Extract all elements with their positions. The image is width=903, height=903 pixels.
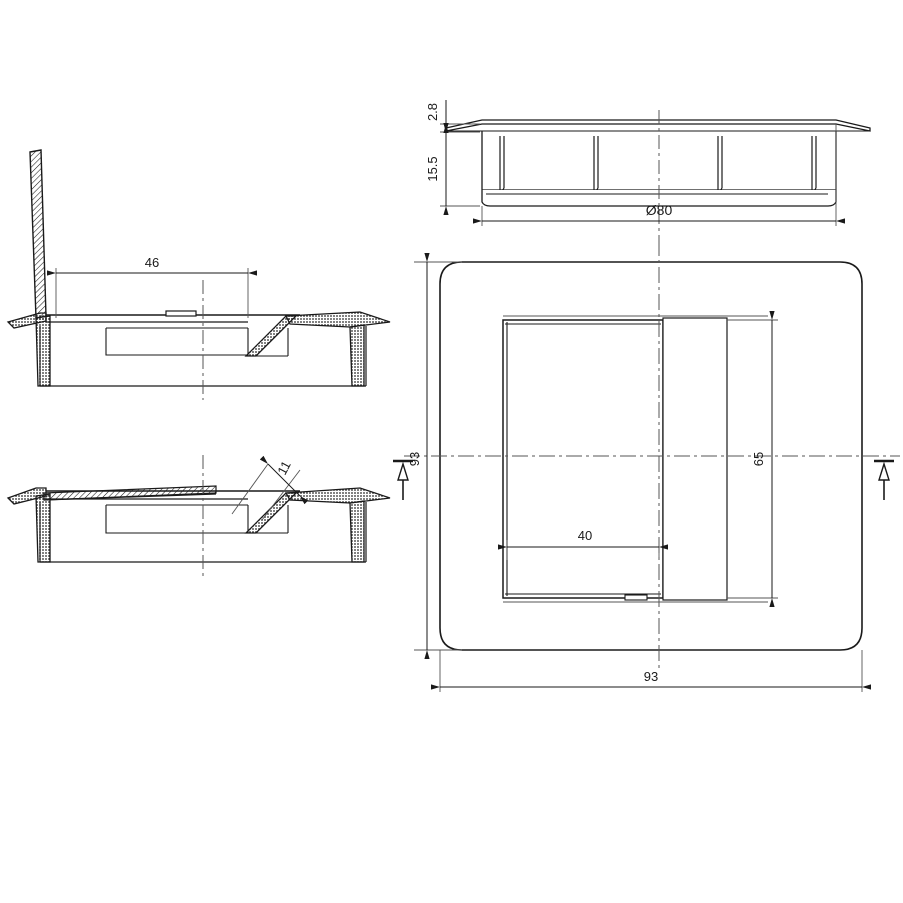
dim-15-5: 15.5	[425, 123, 480, 215]
dim-40-label: 40	[578, 528, 592, 543]
dim-diam-80: Ø80	[473, 124, 845, 226]
dim-11-label: 11	[274, 458, 294, 477]
plan-lid-rect	[502, 319, 664, 601]
dim-93-vertical: 93	[407, 253, 462, 659]
dim-15-5-label: 15.5	[425, 156, 440, 181]
plan-recess-outline	[503, 315, 768, 603]
top-rim	[445, 119, 871, 132]
dim-93-horizontal-label: 93	[644, 669, 658, 684]
section-arrow-right	[874, 459, 894, 500]
body-top-plate	[45, 310, 300, 323]
dim-46-label: 46	[145, 255, 159, 270]
internal-ribs	[499, 136, 817, 192]
dim-2-8-label: 2.8	[425, 103, 440, 121]
dim-diam-80-label: Ø80	[646, 202, 673, 218]
view-side-elevation: 2.8 15.5 Ø80	[425, 100, 871, 240]
dim-40: 40	[498, 528, 668, 560]
view-section-lid-open: 46	[6, 149, 391, 400]
dim-11: 11	[231, 455, 309, 521]
plan-side-band	[662, 317, 728, 601]
body-top-plate-closed	[46, 490, 300, 500]
flange-right-closed	[284, 487, 391, 563]
inner-recess	[105, 327, 249, 356]
view-front-plan: 65 40 93 93	[393, 240, 900, 692]
dim-65: 65	[727, 311, 778, 607]
dim-65-label: 65	[751, 452, 766, 466]
dim-93-vertical-label: 93	[407, 452, 422, 466]
flange-right	[284, 311, 391, 387]
dim-93-horizontal: 93	[431, 650, 871, 692]
inner-recess-closed	[105, 504, 249, 534]
section-arrow-left	[393, 459, 413, 500]
dim-46: 46	[47, 255, 257, 318]
view-section-lid-closed: 11	[6, 455, 391, 578]
